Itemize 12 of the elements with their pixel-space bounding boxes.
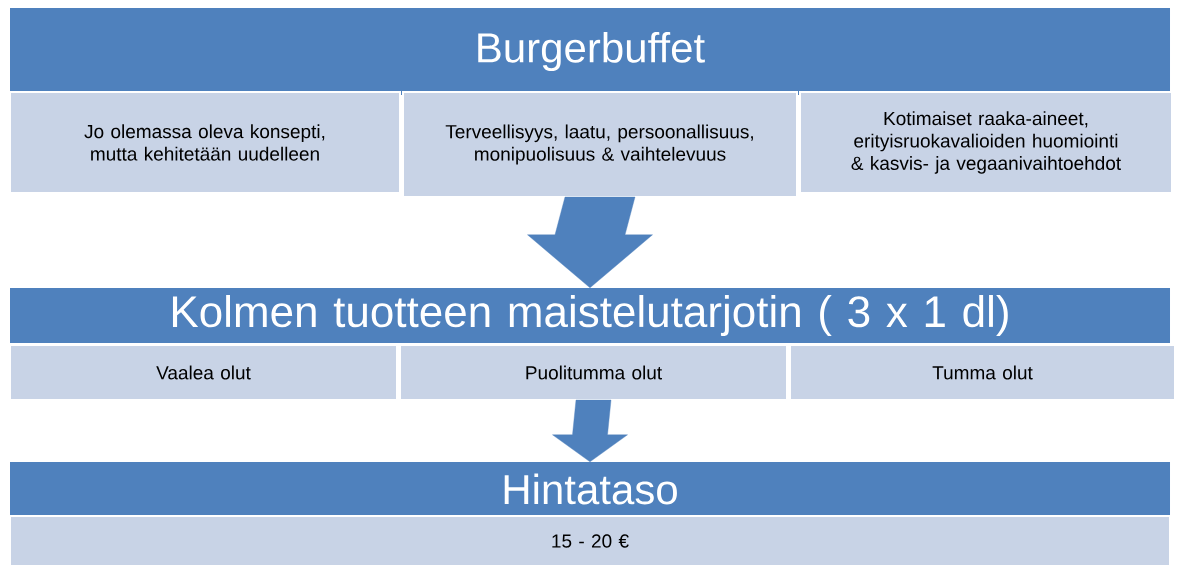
text-box: Puolitumma olut <box>399 344 788 401</box>
title-band: Burgerbuffet <box>10 8 1170 95</box>
title-band: Hintataso <box>10 462 1170 516</box>
block-arrow <box>527 196 653 288</box>
text-box: Tumma olut <box>789 344 1176 401</box>
title-band: Kolmen tuotteen maistelutarjotin ( 3 x 1 dl) <box>10 288 1170 343</box>
text-box: Kotimaiset raaka-aineet, erityisruokavalioiden huomiointi & kasvis- ja vegaanivaihtoehdot <box>799 91 1173 194</box>
text-box: Jo olemassa oleva konsepti, mutta kehitetään uudelleen <box>9 91 401 194</box>
text-box: Terveellisyys, laatu, persoonallisuus, monipuolisuus & vaihtelevuus <box>402 91 798 198</box>
block-arrow <box>552 399 628 462</box>
text-box: Vaalea olut <box>9 344 398 401</box>
text-box: 15 - 20 € <box>9 515 1171 566</box>
